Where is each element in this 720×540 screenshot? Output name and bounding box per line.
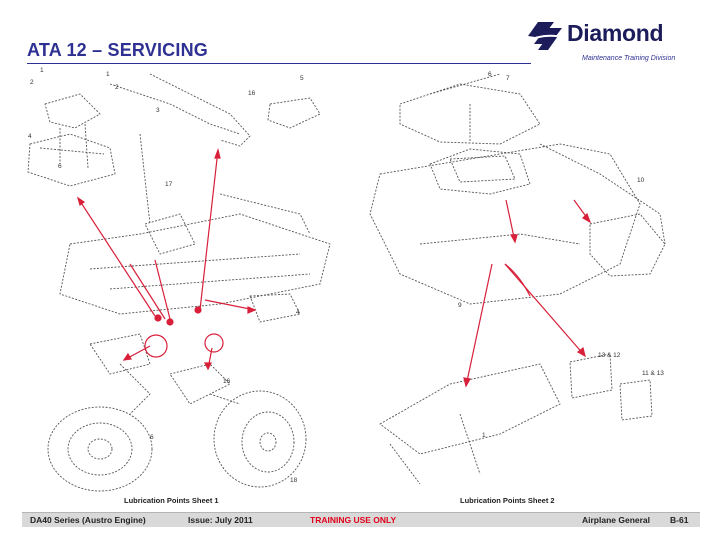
callout-label: 4 — [28, 133, 32, 140]
callout-label: 13 & 12 — [598, 352, 621, 359]
sheet1-callouts: 1 1 2 2 3 4 5 6 16 17 4 16 6 18 — [28, 67, 304, 484]
callout-label: 9 — [458, 302, 462, 309]
callout-label: 6 — [150, 434, 154, 441]
footer-model: DA40 Series (Austro Engine) — [30, 515, 146, 525]
callout-label: 3 — [156, 107, 160, 114]
diamond-logo: Diamond Maintenance Training Division — [522, 18, 702, 70]
callout-label: 2 — [30, 79, 34, 86]
footer-page-number: B-61 — [670, 515, 689, 525]
callout-label: 6 — [58, 163, 62, 170]
callout-label: 2 — [115, 84, 119, 91]
callout-label: 5 — [300, 75, 304, 82]
callout-label: 10 — [637, 177, 645, 184]
callout-label: 17 — [165, 181, 173, 188]
sheet1-illustration — [27, 73, 331, 492]
footer-issue: Issue: July 2011 — [188, 515, 253, 525]
callout-label: 1 — [106, 71, 110, 78]
callout-label: 1 — [40, 67, 44, 74]
page-title: ATA 12 – SERVICING — [27, 40, 208, 60]
sheet1-arrows — [76, 147, 257, 371]
callout-label: 7 — [506, 75, 510, 82]
callout-label: 18 — [290, 477, 298, 484]
lubrication-drawing: 1 1 2 2 3 4 5 6 16 17 4 16 6 18 — [27, 67, 666, 492]
sheet2-arrows — [463, 199, 592, 388]
callout-label: 16 — [248, 90, 256, 97]
sheet2-callouts: 6 7 10 9 13 & 12 11 & 13 1 — [458, 71, 664, 439]
callout-label: 1 — [482, 432, 486, 439]
sheet2-caption: Lubrication Points Sheet 2 — [460, 496, 555, 505]
callout-label: 16 — [223, 378, 231, 385]
sheet2-illustration — [369, 73, 666, 485]
footer-bar: DA40 Series (Austro Engine) Issue: July … — [22, 512, 700, 527]
diamond-mark-icon — [525, 22, 567, 50]
callout-label: 11 & 13 — [642, 370, 664, 377]
footer-section: Airplane General — [582, 515, 651, 525]
title-divider — [27, 63, 531, 64]
footer-notice: TRAINING USE ONLY — [310, 515, 397, 525]
logo-brand-text: Diamond — [567, 20, 664, 46]
callout-label: 4 — [296, 309, 300, 316]
sheet1-caption: Lubrication Points Sheet 1 — [124, 496, 219, 505]
logo-subtitle: Maintenance Training Division — [582, 55, 676, 62]
callout-label: 6 — [488, 71, 492, 78]
